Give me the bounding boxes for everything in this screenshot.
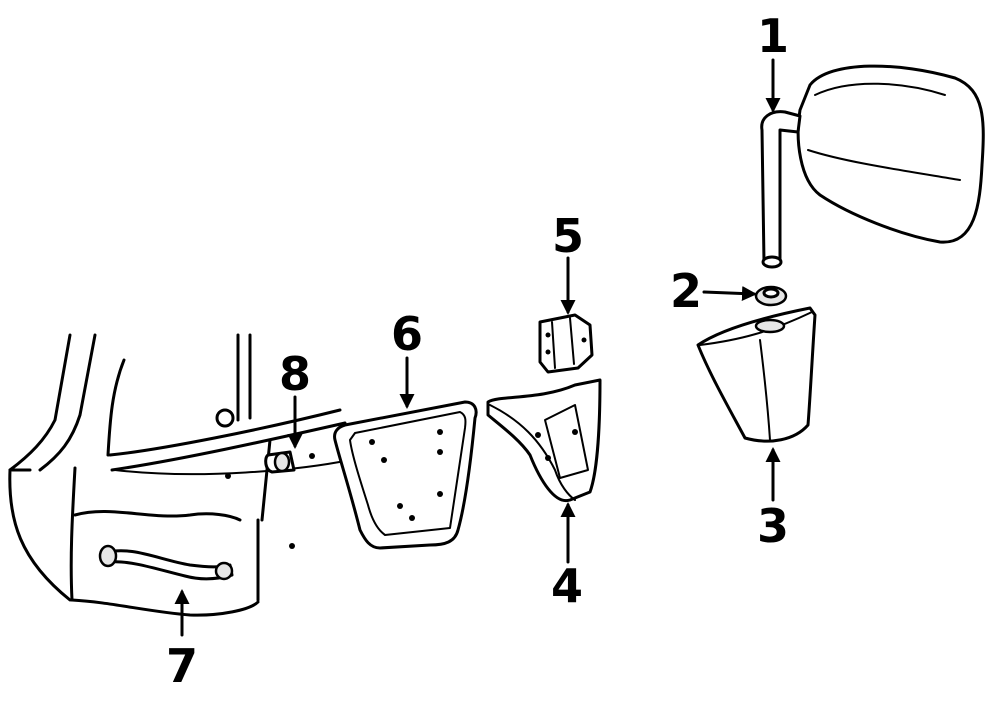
part-7-grab-handle [70, 509, 260, 617]
leader-arrows [174, 58, 781, 637]
part-6-gasket [333, 400, 478, 550]
callout-6: 6 [391, 307, 423, 361]
part-8-bolt [264, 450, 296, 474]
arrow-2 [702, 286, 757, 302]
part-4-mirror-bracket [486, 378, 602, 503]
part-2-nut [754, 285, 788, 307]
callout-2: 2 [670, 264, 702, 318]
callout-5: 5 [552, 209, 584, 263]
part-1-mirror-assembly [760, 64, 985, 269]
callout-7: 7 [166, 639, 198, 693]
callout-3: 3 [757, 499, 789, 553]
part-5-hinge [538, 313, 594, 374]
callout-4: 4 [551, 559, 583, 613]
callout-1: 1 [757, 9, 789, 63]
door-body-panel [8, 333, 351, 602]
part-3-mirror-base [696, 306, 817, 443]
callout-8: 8 [279, 347, 311, 401]
